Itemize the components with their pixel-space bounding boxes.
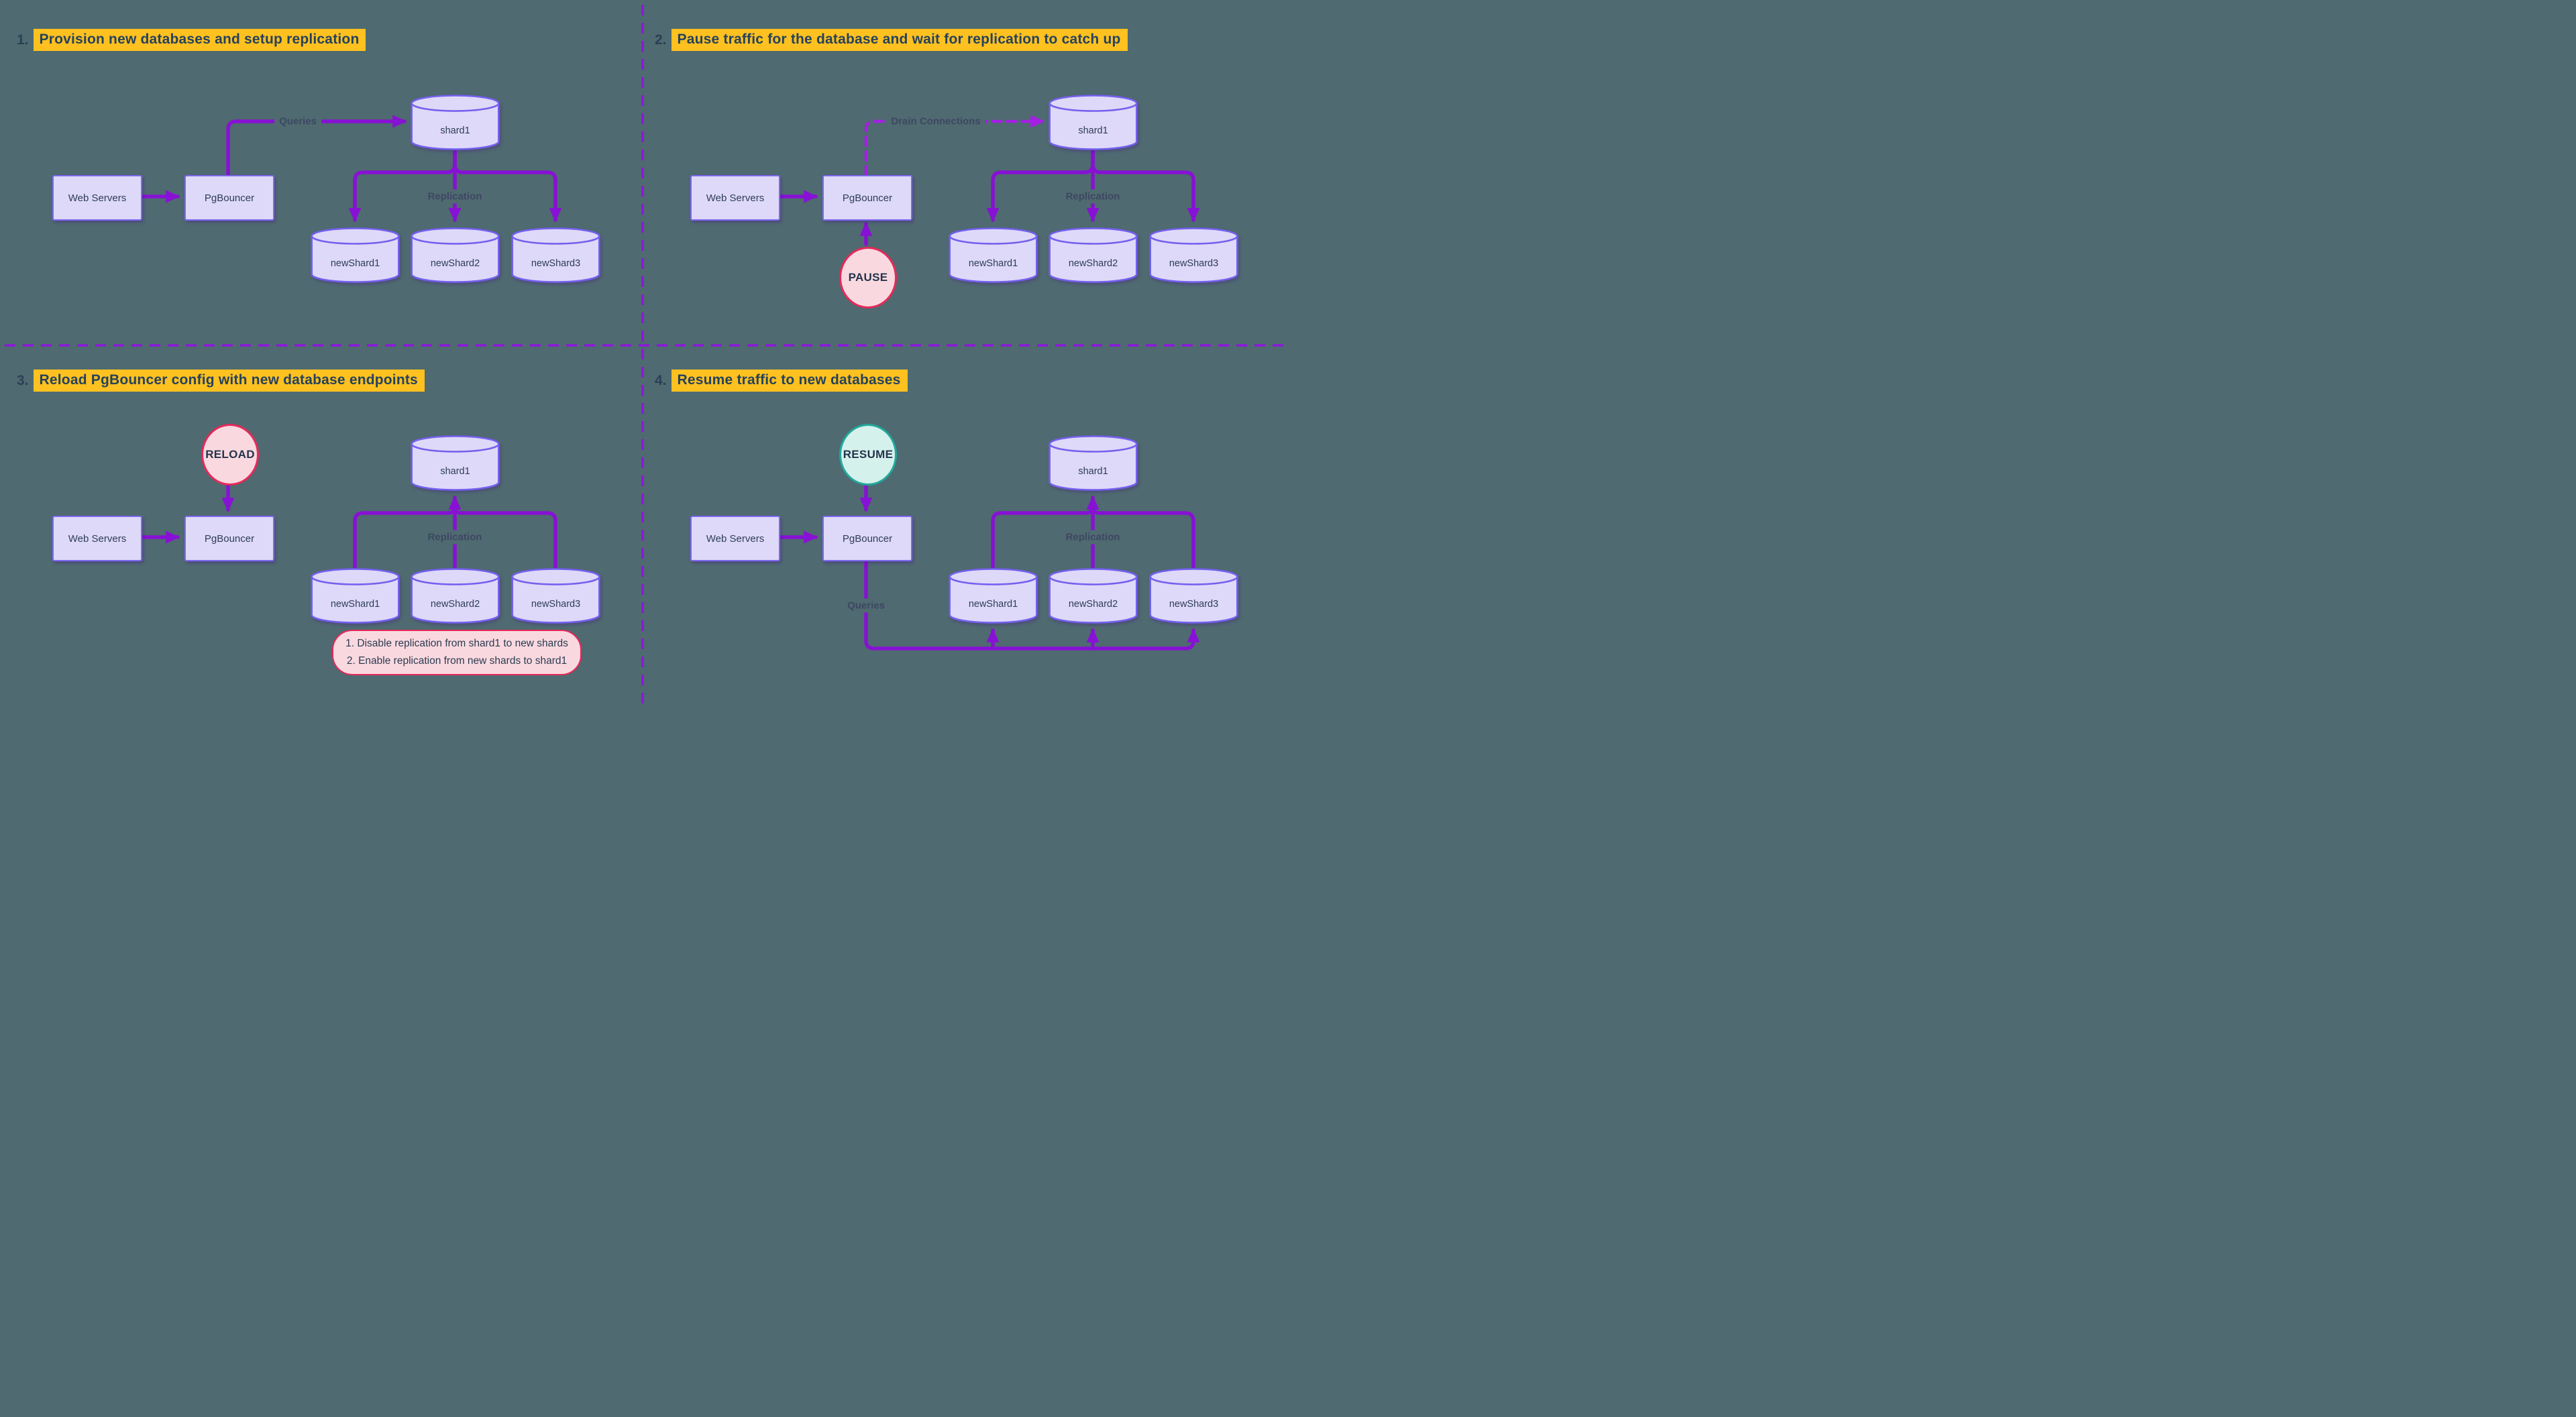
shard1-database-cylinder: shard1 <box>1049 435 1138 492</box>
newshard2-database-cylinder: newShard2 <box>411 227 500 284</box>
quadrant-4-header: 4. Resume traffic to new databases <box>655 370 908 392</box>
shard1-database-cylinder: shard1 <box>1049 95 1138 151</box>
newshard1-database-cylinder: newShard1 <box>949 227 1038 284</box>
quadrant-2-header: 2. Pause traffic for the database and wa… <box>655 29 1128 51</box>
edge-replication-to-newshard3 <box>1091 150 1200 223</box>
newshard1-label: newShard1 <box>968 258 1018 269</box>
newshard3-label: newShard3 <box>1169 258 1219 269</box>
edge-replication-to-newshard1 <box>986 150 1095 223</box>
quadrant-1-provision: 1. Provision new databases and setup rep… <box>5 5 643 345</box>
quadrant-1-edges <box>138 115 562 223</box>
newshard2-database-cylinder: newShard2 <box>1049 568 1138 624</box>
edge-replication-to-newshard3 <box>453 150 562 223</box>
queries-edge-label: Queries <box>843 598 890 613</box>
newshard3-label: newShard3 <box>1169 599 1219 610</box>
shard1-label: shard1 <box>440 125 470 136</box>
quadrant-dividers <box>5 5 1283 704</box>
newshard1-label: newShard1 <box>968 599 1018 610</box>
replication-switch-note: 1. Disable replication from shard1 to ne… <box>332 630 582 675</box>
edge-queries-to-newshard3 <box>864 557 1200 650</box>
pause-badge: PAUSE <box>839 247 897 308</box>
pgbouncer-label: PgBouncer <box>204 192 255 204</box>
reload-badge: RELOAD <box>201 424 259 486</box>
newshard1-label: newShard1 <box>330 258 380 269</box>
shard1-label: shard1 <box>1078 125 1108 136</box>
step-title: Resume traffic to new databases <box>671 370 908 392</box>
newshard3-database-cylinder: newShard3 <box>1149 568 1238 624</box>
web-servers-node: Web Servers <box>690 175 780 221</box>
pgbouncer-label: PgBouncer <box>842 532 893 545</box>
quadrant-3-reload: 3. Reload PgBouncer config with new data… <box>5 345 643 704</box>
shard1-label: shard1 <box>440 466 470 477</box>
step-title: Provision new databases and setup replic… <box>33 29 366 51</box>
edge-queries-to-shard1 <box>226 115 407 177</box>
newshard1-label: newShard1 <box>330 599 380 610</box>
note-line-2: 2. Enable replication from new shards to… <box>346 655 568 667</box>
quadrant-2-edges <box>775 115 1200 246</box>
web-servers-label: Web Servers <box>706 532 765 545</box>
newshard2-label: newShard2 <box>1068 258 1118 269</box>
shard1-database-cylinder: shard1 <box>411 435 500 492</box>
queries-edge-label: Queries <box>274 114 321 129</box>
newshard3-database-cylinder: newShard3 <box>511 568 600 624</box>
pgbouncer-node: PgBouncer <box>822 516 912 561</box>
newshard2-label: newShard2 <box>430 599 480 610</box>
replication-edge-label: Replication <box>423 189 487 204</box>
newshard1-database-cylinder: newShard1 <box>949 568 1038 624</box>
edge-replication-to-newshard1 <box>348 150 457 223</box>
web-servers-label: Web Servers <box>68 532 127 545</box>
quadrant-1-header: 1. Provision new databases and setup rep… <box>17 29 366 51</box>
step-number: 3. <box>17 372 29 388</box>
step-number: 1. <box>17 32 29 48</box>
newshard3-database-cylinder: newShard3 <box>1149 227 1238 284</box>
step-title: Reload PgBouncer config with new databas… <box>33 370 425 392</box>
newshard2-database-cylinder: newShard2 <box>411 568 500 624</box>
web-servers-label: Web Servers <box>68 192 127 204</box>
replication-edge-label: Replication <box>423 530 487 545</box>
pgbouncer-node: PgBouncer <box>184 175 274 221</box>
resume-badge-label: RESUME <box>843 448 894 461</box>
web-servers-node: Web Servers <box>52 516 142 561</box>
newshard3-label: newShard3 <box>531 258 581 269</box>
edge-drain-connections-to-shard1 <box>864 115 1045 177</box>
pause-badge-label: PAUSE <box>848 271 888 284</box>
edge-replication-newshard3-to-shard1 <box>1091 505 1195 569</box>
quadrant-3-header: 3. Reload PgBouncer config with new data… <box>17 370 425 392</box>
quadrant-3-edges <box>138 481 557 569</box>
web-servers-label: Web Servers <box>706 192 765 204</box>
replication-edge-label: Replication <box>1061 530 1125 545</box>
step-number: 2. <box>655 32 667 48</box>
newshard3-label: newShard3 <box>531 599 581 610</box>
reload-badge-label: RELOAD <box>205 448 255 461</box>
diagram-canvas: 1. Provision new databases and setup rep… <box>0 0 1288 709</box>
resume-badge: RESUME <box>839 424 897 486</box>
drain-connections-edge-label: Drain Connections <box>886 114 985 129</box>
step-title: Pause traffic for the database and wait … <box>671 29 1128 51</box>
web-servers-node: Web Servers <box>52 175 142 221</box>
newshard3-database-cylinder: newShard3 <box>511 227 600 284</box>
web-servers-node: Web Servers <box>690 516 780 561</box>
pgbouncer-node: PgBouncer <box>184 516 274 561</box>
quadrant-2-pause: 2. Pause traffic for the database and wa… <box>643 5 1283 345</box>
shard1-database-cylinder: shard1 <box>411 95 500 151</box>
step-number: 4. <box>655 372 667 388</box>
pgbouncer-label: PgBouncer <box>842 192 893 204</box>
newshard1-database-cylinder: newShard1 <box>311 568 400 624</box>
quadrant-4-resume: 4. Resume traffic to new databases Web S… <box>643 345 1283 704</box>
shard1-label: shard1 <box>1078 466 1108 477</box>
newshard2-label: newShard2 <box>430 258 480 269</box>
edge-replication-newshard3-to-shard1 <box>453 505 557 569</box>
newshard2-label: newShard2 <box>1068 599 1118 610</box>
note-line-1: 1. Disable replication from shard1 to ne… <box>345 638 568 649</box>
newshard1-database-cylinder: newShard1 <box>311 227 400 284</box>
pgbouncer-node: PgBouncer <box>822 175 912 221</box>
replication-edge-label: Replication <box>1061 189 1125 204</box>
pgbouncer-label: PgBouncer <box>204 532 255 545</box>
newshard2-database-cylinder: newShard2 <box>1049 227 1138 284</box>
